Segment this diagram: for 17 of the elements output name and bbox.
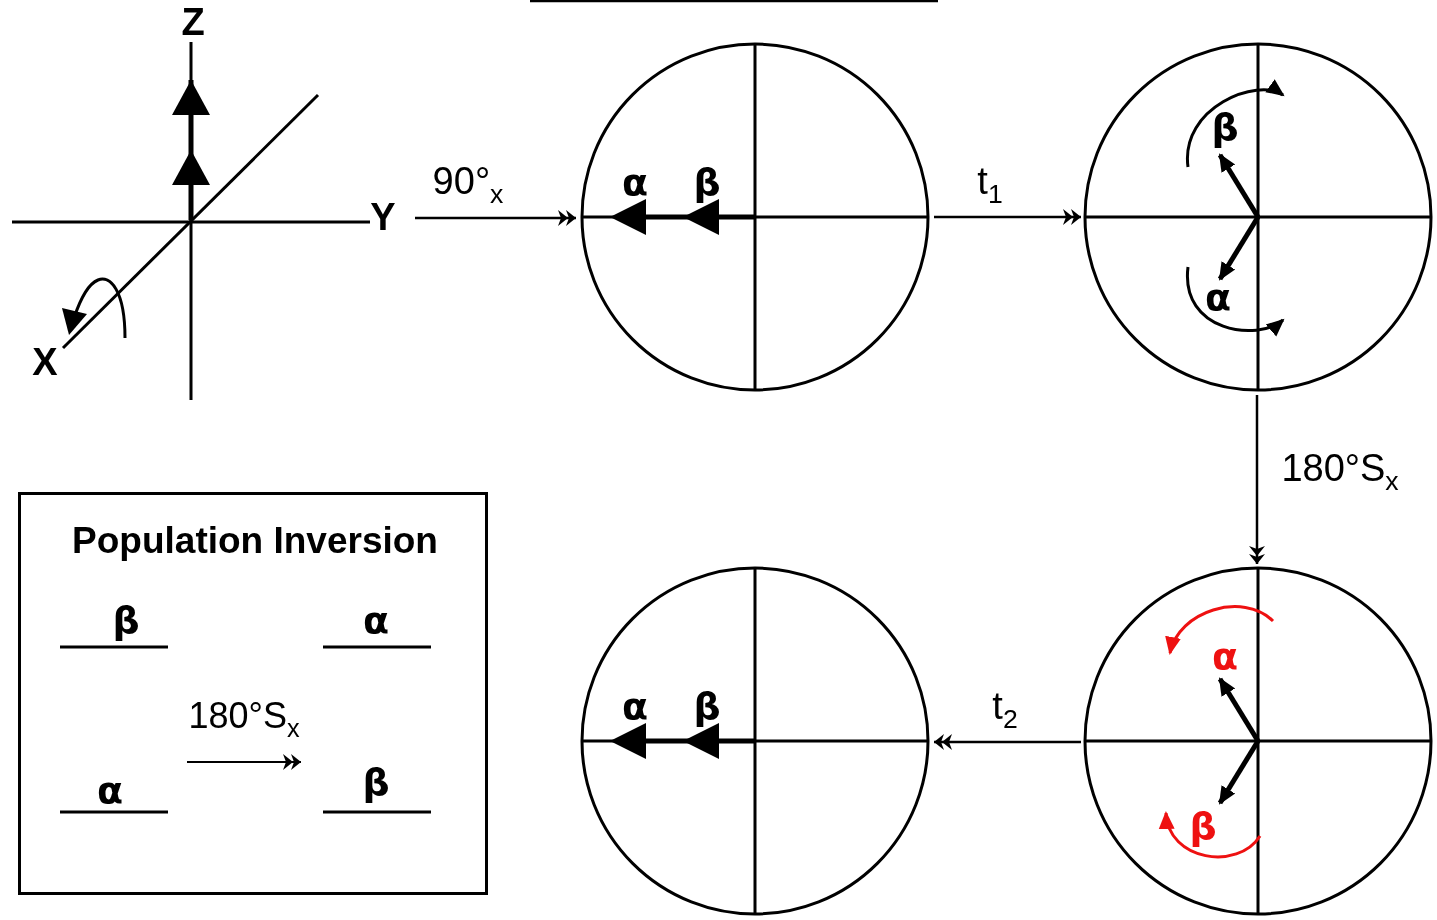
axis-label: X: [32, 343, 58, 381]
spin-state-label: β: [1189, 807, 1217, 845]
spin-state-label: α: [621, 163, 649, 201]
spin-state-label: β: [362, 763, 390, 801]
spin-state-label: β: [112, 601, 140, 639]
spin-state-label: α: [1204, 278, 1232, 316]
axis-label: Y: [370, 198, 396, 236]
spin-state-label: β: [1211, 108, 1239, 146]
pulse-label: 180°S$_{x}$: [188, 698, 300, 742]
spin-state-label: α: [362, 601, 390, 639]
spin-state-label: β: [693, 687, 721, 725]
spin-state-label: β: [693, 163, 721, 201]
panel-title: Population Inversion: [72, 521, 438, 559]
axis-label: Z: [181, 3, 205, 41]
spin-state-label: α: [621, 687, 649, 725]
spin-state-label: α: [96, 771, 124, 809]
spin-state-label: α: [1211, 637, 1239, 675]
